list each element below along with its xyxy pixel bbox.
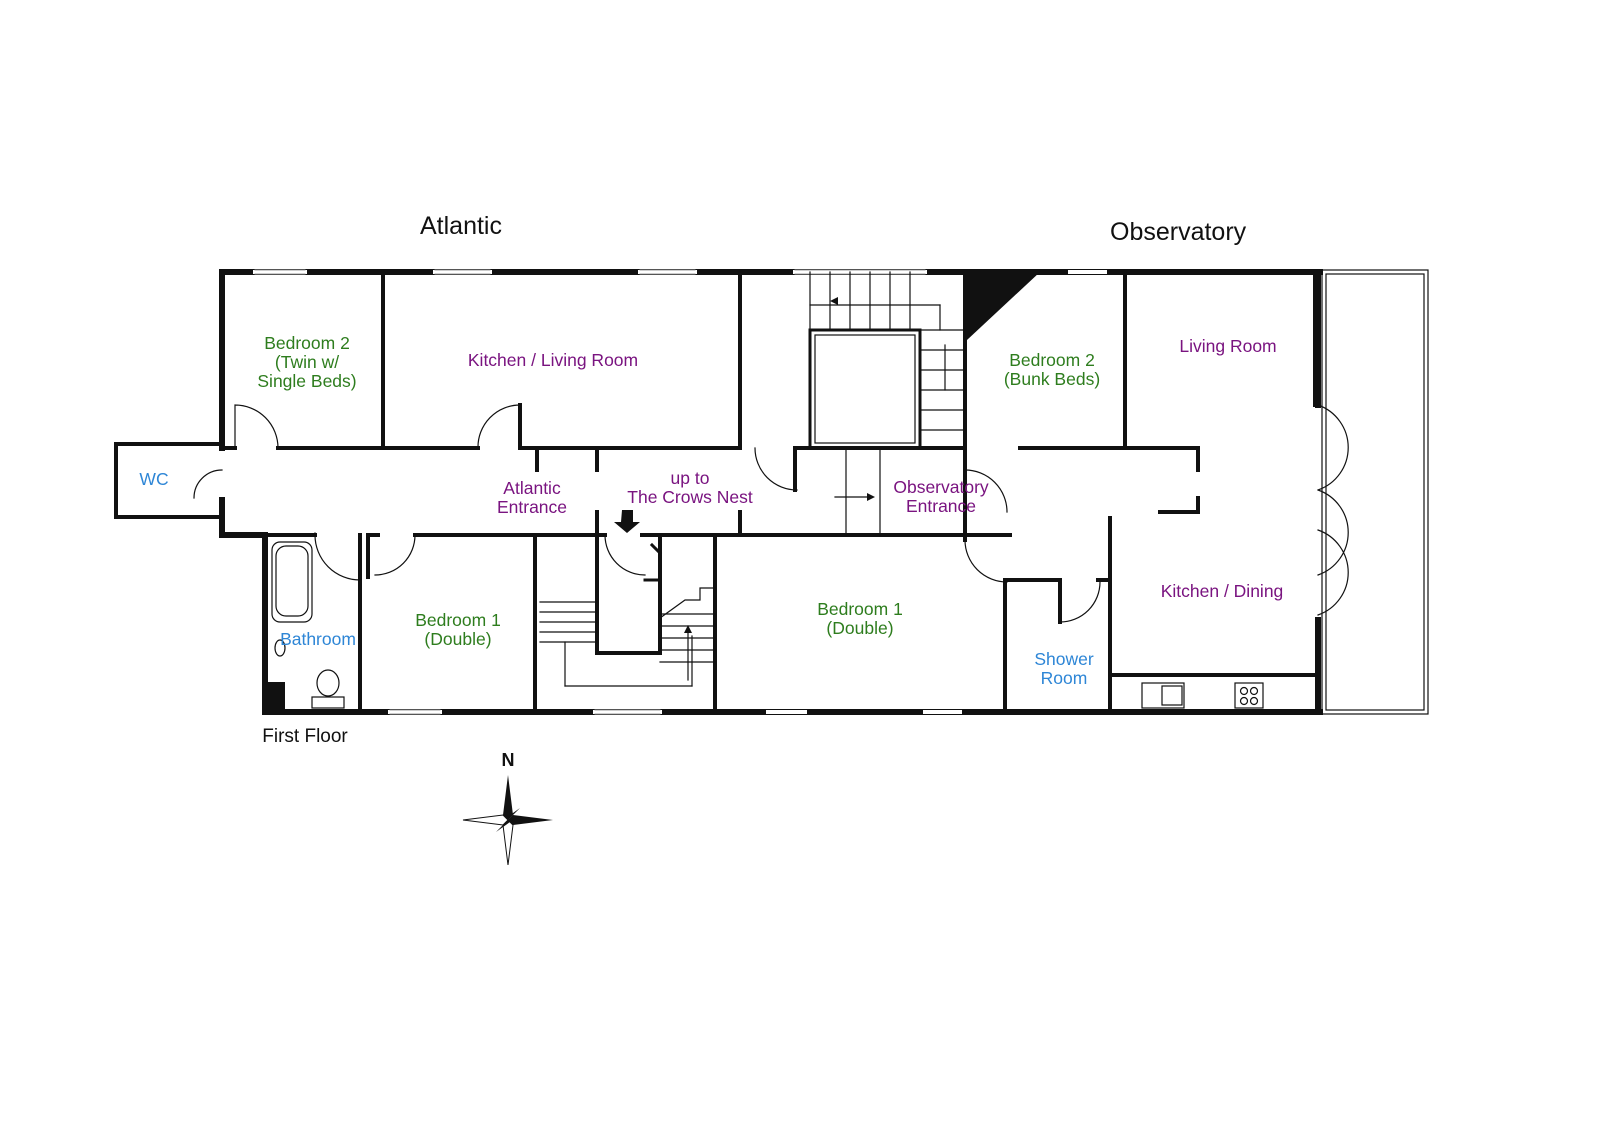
- compass-rose: [462, 775, 553, 866]
- wc-door-arc: [193, 469, 223, 499]
- door-swings: [234, 404, 1349, 623]
- label-observatory-bedroom-1: Bedroom 1 (Double): [817, 600, 903, 638]
- label-observatory-bedroom-2: Bedroom 2 (Bunk Beds): [1004, 351, 1100, 389]
- atlantic-stairs: [539, 587, 716, 687]
- label-atlantic-kitchen-living: Kitchen / Living Room: [467, 350, 639, 370]
- stair-arrow-up: [684, 625, 692, 633]
- corner-fill: [967, 272, 1040, 340]
- label-line: Observatory: [893, 477, 989, 497]
- label-atlantic-bedroom-2: Bedroom 2 (Twin w/ Single Beds): [257, 334, 356, 391]
- label-crows-nest: up to The Crows Nest: [627, 469, 752, 507]
- label-observatory-living: Living Room: [1179, 336, 1277, 356]
- wc-walls: [114, 442, 224, 519]
- kitchen-fixtures: [1141, 682, 1264, 709]
- compass-north-label: N: [501, 750, 515, 770]
- window-lines: [254, 269, 926, 715]
- label-line: Atlantic: [503, 478, 561, 498]
- label-line: Single Beds): [257, 371, 357, 391]
- label-bathroom: Bathroom: [280, 629, 356, 649]
- label-line: (Twin w/: [274, 352, 340, 372]
- label-line: Bedroom 1: [415, 610, 501, 630]
- label-line: Bedroom 2: [264, 333, 350, 353]
- bathroom-fixtures: [271, 541, 345, 709]
- label-wc: WC: [139, 469, 169, 489]
- label-atlantic-bedroom-1: Bedroom 1 (Double): [415, 611, 501, 649]
- floor-label: First Floor: [262, 726, 348, 747]
- label-line: Entrance: [905, 496, 977, 516]
- label-atlantic-entrance: Atlantic Entrance: [497, 479, 567, 517]
- label-line: (Bunk Beds): [1003, 369, 1101, 389]
- label-line: (Double): [826, 618, 894, 638]
- label-observatory-kitchen-dining: Kitchen / Dining: [1160, 581, 1284, 601]
- label-line: Room: [1040, 668, 1088, 688]
- label-line: Bedroom 2: [1009, 350, 1095, 370]
- crows-nest-arrow: [614, 510, 640, 533]
- label-line: (Double): [424, 629, 492, 649]
- interior-walls: [220, 270, 1317, 714]
- label-observatory-entrance: Observatory Entrance: [893, 478, 988, 516]
- label-shower-room: Shower Room: [1034, 650, 1093, 688]
- label-line: Shower: [1034, 649, 1094, 669]
- unit-title-observatory: Observatory: [1110, 218, 1247, 246]
- label-line: Bedroom 1: [817, 599, 903, 619]
- label-line: Entrance: [496, 497, 568, 517]
- stair-void: [808, 328, 922, 450]
- unit-title-atlantic: Atlantic: [420, 212, 502, 240]
- label-line: up to: [670, 468, 710, 488]
- label-line: The Crows Nest: [627, 487, 753, 507]
- outer-walls: [219, 269, 1323, 715]
- windows: [253, 270, 1107, 714]
- balcony: [1321, 269, 1429, 715]
